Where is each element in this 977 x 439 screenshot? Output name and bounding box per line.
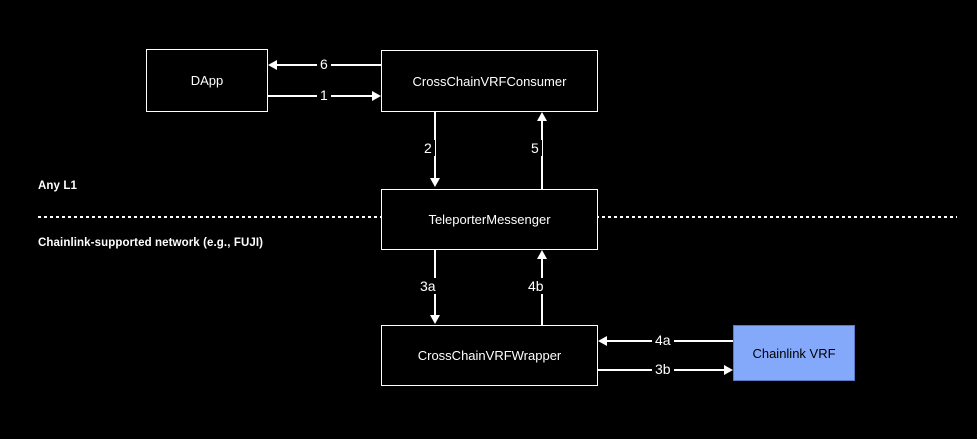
edge-1-arrowhead-right xyxy=(372,91,381,101)
edge-6-arrowhead-left xyxy=(268,60,277,70)
edge-3b-arrowhead-right xyxy=(724,365,733,375)
edge-label-3a: 3a xyxy=(417,278,439,294)
edge-3a-arrowhead-down xyxy=(430,315,440,324)
edge-5-arrowhead-up xyxy=(537,112,547,121)
edge-2-arrowhead-down xyxy=(430,178,440,187)
edge-label-5: 5 xyxy=(528,140,542,156)
zone-label-any-l1: Any L1 xyxy=(38,180,77,192)
node-crosschain-vrf-wrapper-label: CrossChainVRFWrapper xyxy=(417,348,562,363)
node-teleporter-messenger-label: TeleporterMessenger xyxy=(428,212,551,227)
edge-5-line xyxy=(541,121,543,189)
node-chainlink-vrf-label: Chainlink VRF xyxy=(752,345,836,361)
edge-label-4b: 4b xyxy=(525,278,547,294)
node-chainlink-vrf[interactable]: Chainlink VRF xyxy=(733,325,855,381)
node-dapp-label: DApp xyxy=(190,73,224,88)
edge-2-line xyxy=(434,112,436,178)
node-dapp[interactable]: DApp xyxy=(146,49,268,112)
node-crosschain-vrf-consumer[interactable]: CrossChainVRFConsumer xyxy=(381,50,598,112)
zone-label-chainlink-network: Chainlink-supported network (e.g., FUJI) xyxy=(38,237,264,249)
edge-label-6: 6 xyxy=(317,56,331,72)
edge-label-1: 1 xyxy=(317,87,331,103)
edge-4b-arrowhead-up xyxy=(537,250,547,259)
edge-label-3b: 3b xyxy=(652,361,674,377)
node-crosschain-vrf-consumer-label: CrossChainVRFConsumer xyxy=(412,73,567,89)
edge-label-4a: 4a xyxy=(652,332,674,348)
node-crosschain-vrf-wrapper[interactable]: CrossChainVRFWrapper xyxy=(381,325,598,386)
edge-4a-arrowhead-left xyxy=(598,336,607,346)
node-teleporter-messenger[interactable]: TeleporterMessenger xyxy=(381,189,598,250)
edge-label-2: 2 xyxy=(421,140,435,156)
